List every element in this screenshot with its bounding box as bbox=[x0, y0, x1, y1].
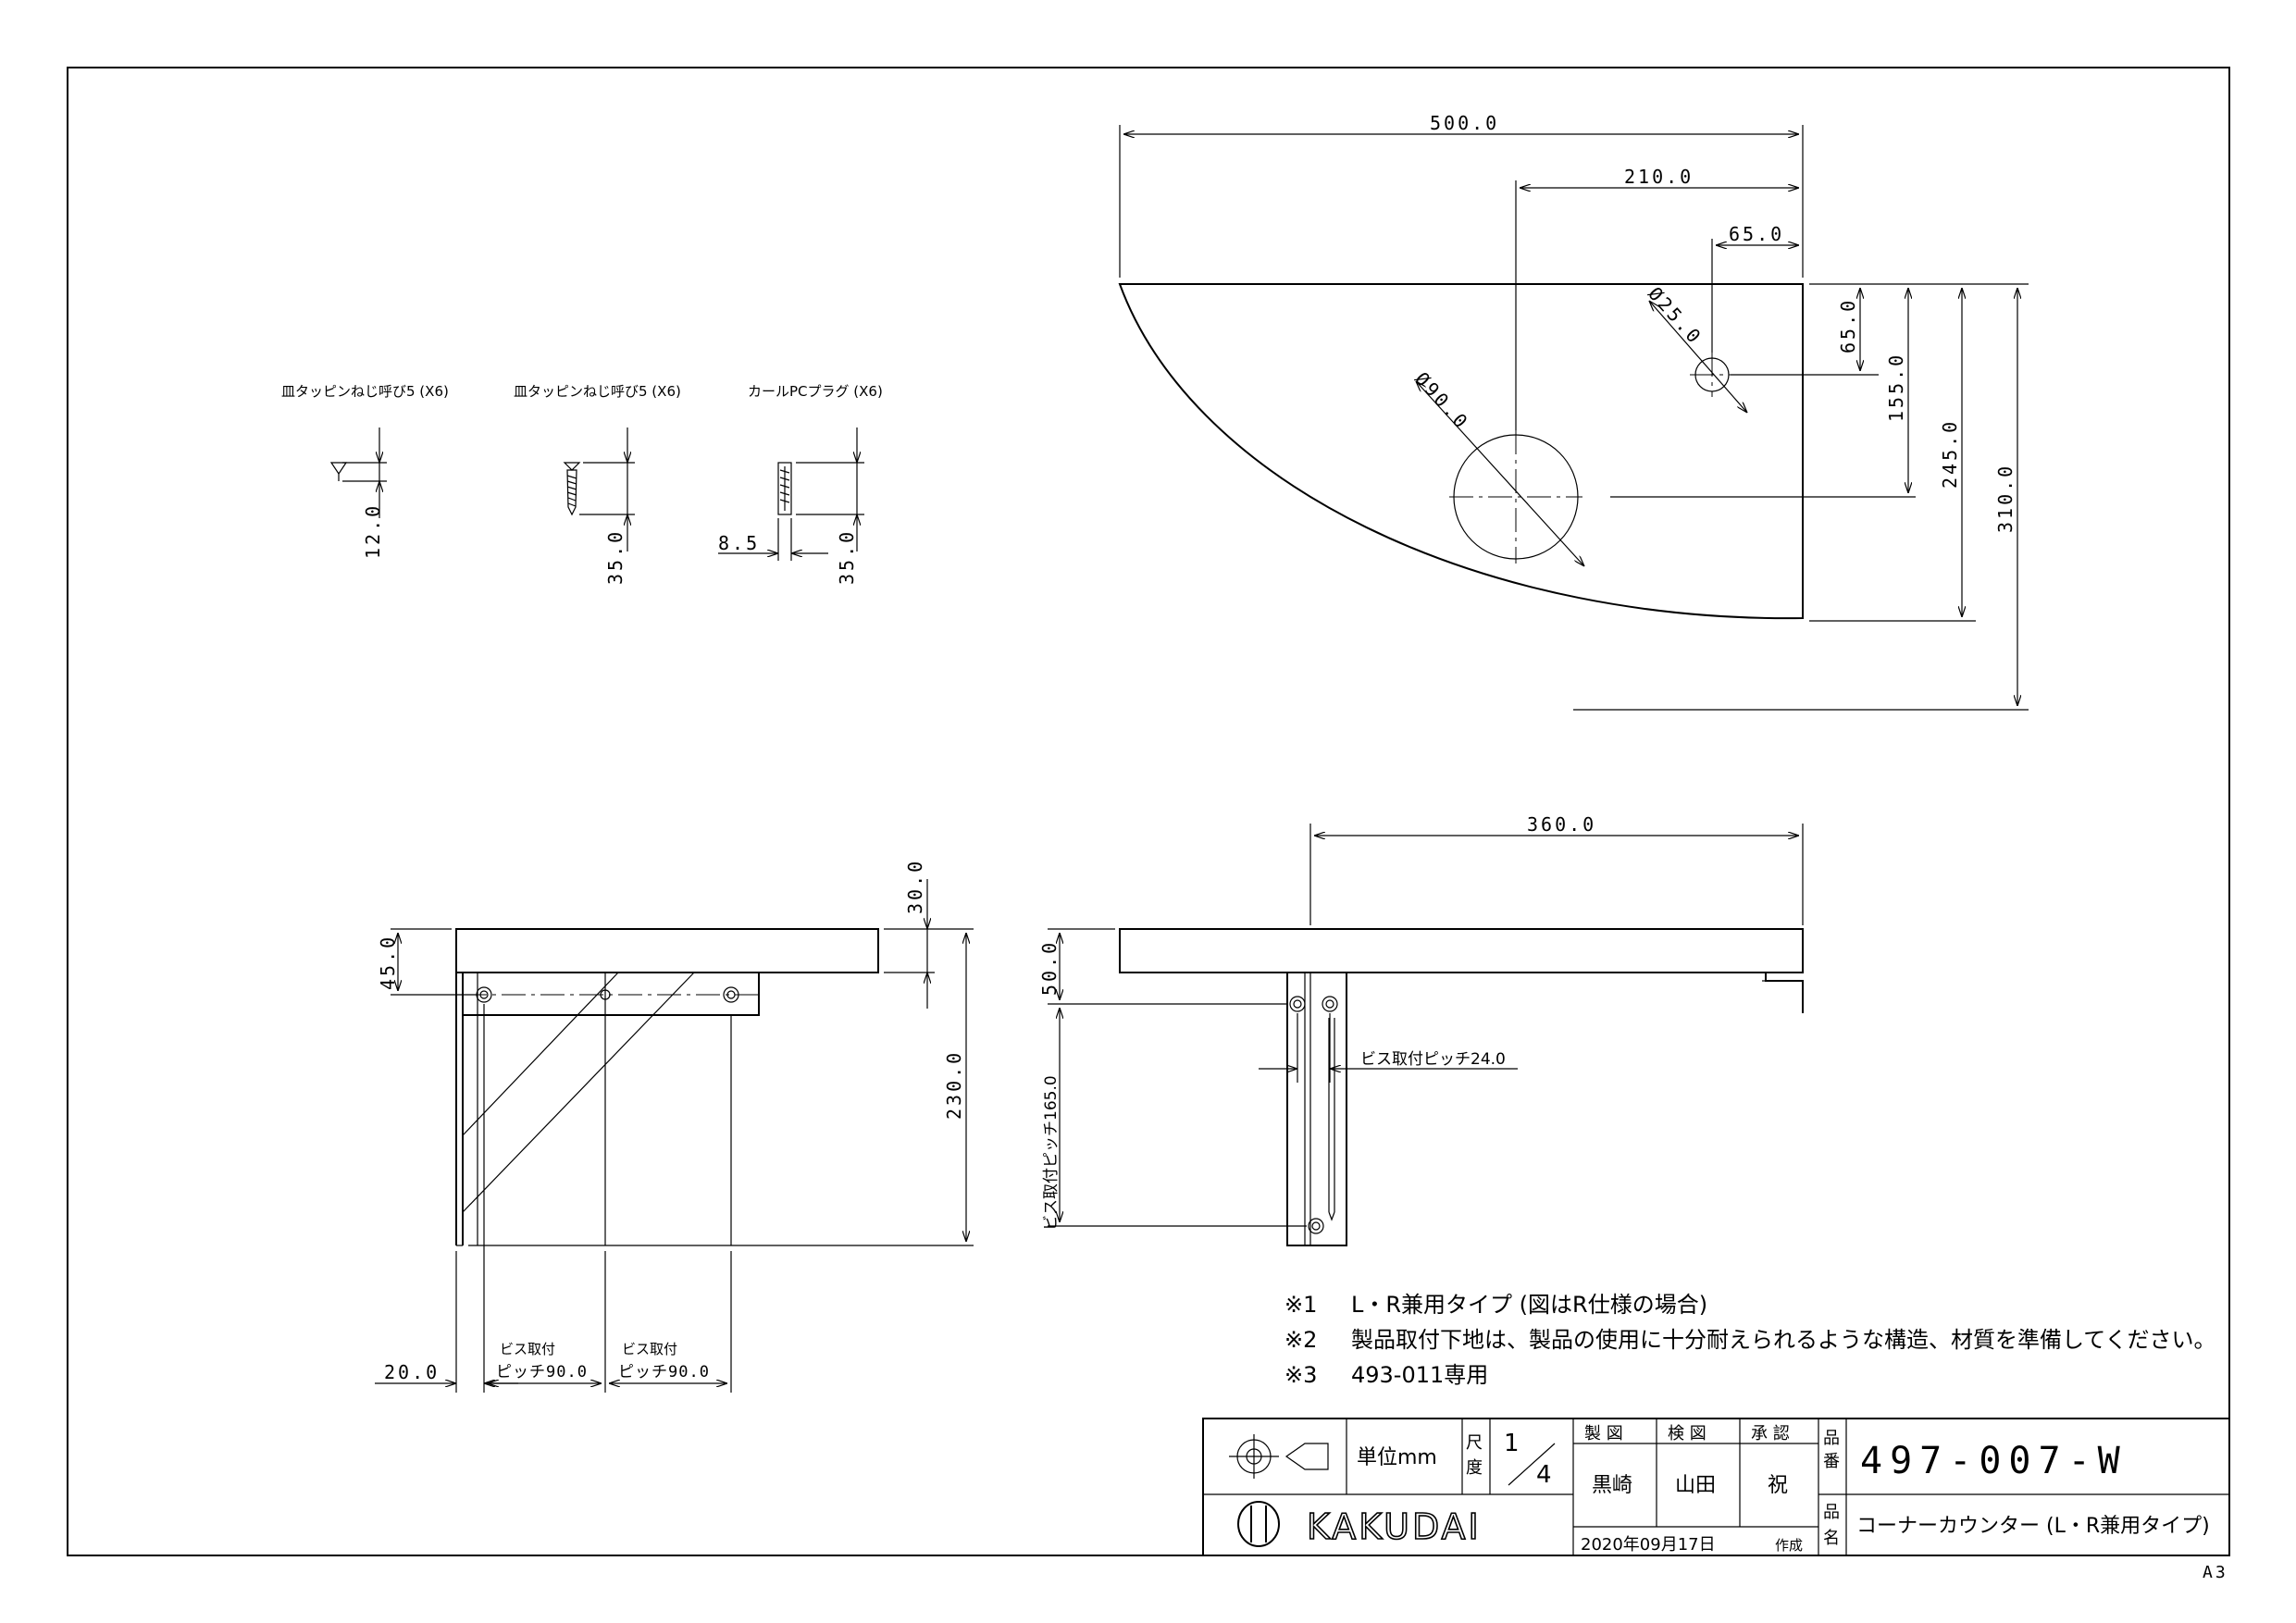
dim-depth-total: 310.0 bbox=[1994, 464, 2017, 533]
dim-bracket-offset: 45.0 bbox=[377, 935, 399, 990]
checked-label: 検 図 bbox=[1668, 1424, 1706, 1443]
dim-left-offset: 20.0 bbox=[384, 1361, 440, 1383]
part-name-label-2: 名 bbox=[1823, 1529, 1840, 1548]
counter-top-outline bbox=[1118, 283, 1804, 620]
checked-by: 山田 bbox=[1675, 1474, 1716, 1497]
note-1-mark: ※1 bbox=[1285, 1292, 1317, 1318]
scale-numerator: 1 bbox=[1504, 1430, 1520, 1457]
dim-width-total: 500.0 bbox=[1430, 112, 1499, 134]
part-2-name: 皿タッピンねじ呼び5 (X6) bbox=[514, 383, 681, 400]
pitch-label-a: ビス取付 bbox=[500, 1341, 555, 1357]
dim-pitch-a: ピッチ90.0 bbox=[496, 1363, 588, 1381]
part-no-label-2: 番 bbox=[1823, 1452, 1840, 1471]
note-2-text: 製品取付下地は、製品の使用に十分耐えられるような構造、材質を準備してください。 bbox=[1351, 1327, 2216, 1353]
screw-long-icon bbox=[563, 427, 635, 551]
front-bracket-bar bbox=[462, 972, 760, 1016]
scale-label-1: 尺 bbox=[1466, 1433, 1483, 1453]
dim-small-hole-dia: Ø25.0 bbox=[1644, 282, 1706, 349]
part-3-diameter: 8.5 bbox=[718, 532, 760, 554]
part-1-name: 皿タッピンねじ呼び5 (X6) bbox=[281, 383, 449, 400]
unit-label: 単位mm bbox=[1357, 1446, 1437, 1469]
dim-top-thickness: 30.0 bbox=[904, 859, 926, 914]
part-3-length: 35.0 bbox=[836, 529, 858, 585]
part-no-label-1: 品 bbox=[1823, 1429, 1840, 1448]
dim-side-top-offset: 50.0 bbox=[1038, 940, 1061, 996]
notes: ※1 L・R兼用タイプ (図はR仕様の場合) ※2 製品取付下地は、製品の使用に… bbox=[1285, 1292, 2216, 1388]
creation-suffix: 作成 bbox=[1775, 1537, 1803, 1554]
note-3-text: 493-011専用 bbox=[1351, 1362, 1488, 1388]
sheet-size-label: A3 bbox=[2203, 1563, 2228, 1582]
scale-denominator: 4 bbox=[1536, 1461, 1552, 1489]
side-screw-holes bbox=[1289, 996, 1338, 1234]
title-block: 単位mm 尺 度 1 4 製 図 検 図 承 認 黒崎 山田 祝 2020年09… bbox=[1202, 1418, 2230, 1556]
approved-by: 祝 bbox=[1768, 1474, 1788, 1497]
dim-height-total: 230.0 bbox=[943, 1050, 965, 1120]
front-top-plate bbox=[455, 928, 879, 973]
dim-to-small-hole: 65.0 bbox=[1729, 223, 1784, 245]
creation-date: 2020年09月17日 bbox=[1581, 1535, 1716, 1555]
approved-label: 承 認 bbox=[1751, 1424, 1790, 1443]
drawn-label: 製 図 bbox=[1584, 1424, 1623, 1443]
note-3-mark: ※3 bbox=[1285, 1362, 1317, 1388]
part-number: 497-007-W bbox=[1860, 1440, 2128, 1482]
part-2-length: 35.0 bbox=[604, 529, 627, 585]
pitch-label-b: ビス取付 bbox=[622, 1341, 677, 1357]
sheet-border bbox=[67, 67, 2230, 1556]
part-name: コーナーカウンター (L・R兼用タイプ) bbox=[1856, 1515, 2210, 1538]
dim-small-hole-y: 65.0 bbox=[1837, 298, 1859, 353]
parts-group: 皿タッピンねじ呼び5 (X6) 皿タッピンねじ呼び5 (X6) カールPCプラグ… bbox=[281, 383, 883, 585]
dim-straight-edge: 245.0 bbox=[1939, 419, 1961, 489]
projection-symbol-icon bbox=[1229, 1434, 1329, 1479]
dim-side-depth: 360.0 bbox=[1527, 813, 1596, 836]
screw-short-icon bbox=[329, 427, 387, 518]
brand-name: KAKUDAI bbox=[1307, 1506, 1482, 1547]
dim-large-hole-y: 155.0 bbox=[1885, 353, 1907, 422]
front-view: 30.0 230.0 45.0 20.0 ビス取付 ピッチ90.0 ビス取付 ピ… bbox=[375, 859, 974, 1393]
dim-vertical-pitch: ビス取付ピッチ165.0 bbox=[1042, 1075, 1061, 1231]
scale-label-2: 度 bbox=[1466, 1458, 1483, 1478]
dim-large-hole-dia: Ø90.0 bbox=[1410, 367, 1473, 434]
drawn-by: 黒崎 bbox=[1592, 1474, 1632, 1497]
kakudai-logo-icon: KAKUDAI bbox=[1237, 1501, 1482, 1548]
dim-pitch-b: ピッチ90.0 bbox=[618, 1363, 710, 1381]
part-1-length: 12.0 bbox=[362, 503, 384, 559]
note-2-mark: ※2 bbox=[1285, 1327, 1317, 1353]
side-bracket-plate bbox=[1286, 972, 1347, 1246]
dim-horizontal-pitch: ビス取付ピッチ24.0 bbox=[1360, 1050, 1506, 1069]
top-view: 500.0 210.0 65.0 Ø25.0 Ø90.0 65.0 155.0 … bbox=[1118, 112, 2029, 711]
part-name-label-1: 品 bbox=[1823, 1503, 1840, 1522]
side-top-plate bbox=[1119, 928, 1804, 973]
wall-plug-icon bbox=[718, 427, 864, 561]
dim-to-large-hole: 210.0 bbox=[1624, 166, 1694, 188]
part-3-name: カールPCプラグ (X6) bbox=[748, 383, 883, 400]
side-view: 360.0 50.0 ビス取付ピッチ165.0 ビス取付ピッチ24.0 bbox=[1038, 813, 1804, 1246]
note-1-text: L・R兼用タイプ (図はR仕様の場合) bbox=[1351, 1292, 1707, 1318]
